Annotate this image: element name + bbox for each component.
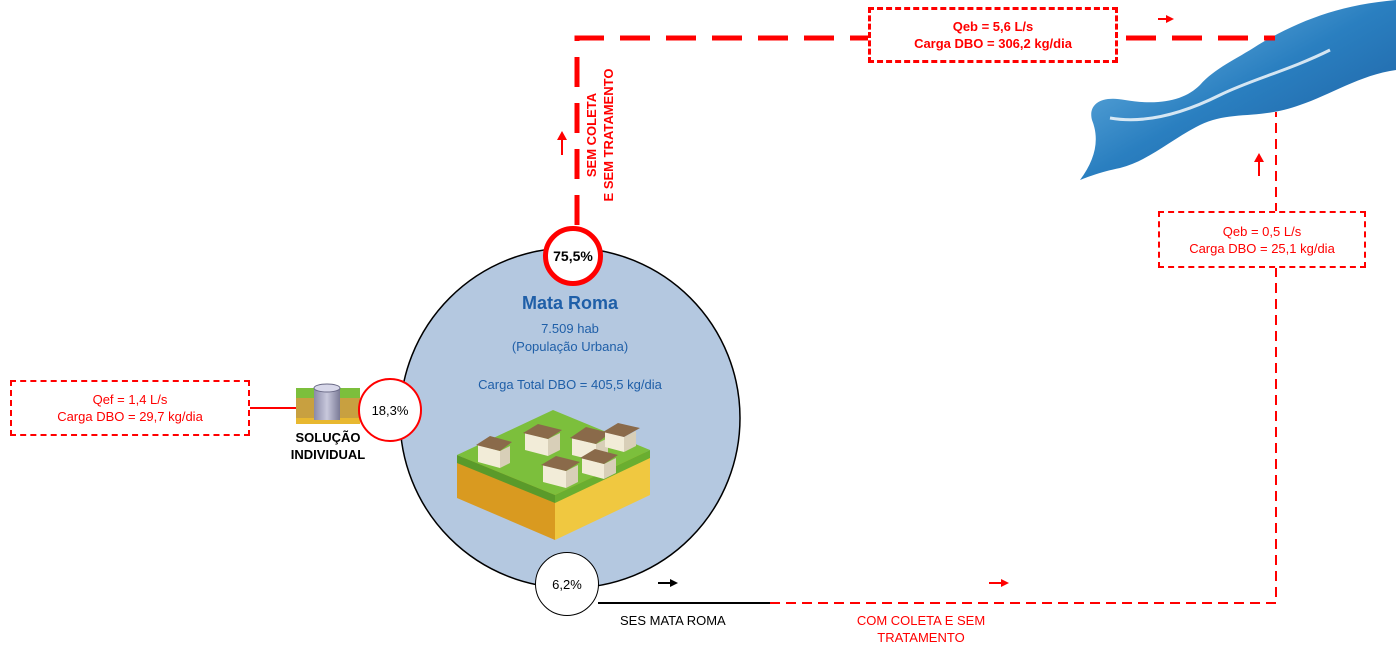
city-population-type: (População Urbana) bbox=[511, 339, 629, 354]
individual-flow: Qef = 1,4 L/s bbox=[92, 392, 168, 407]
no-collection-label-line1: SEM COLETA bbox=[584, 92, 599, 178]
individual-label: SOLUÇÃO INDIVIDUAL bbox=[268, 429, 388, 463]
no-collection-info-box: Qeb = 5,6 L/s Carga DBO = 306,2 kg/dia bbox=[868, 7, 1118, 63]
ses-info-box: Qeb = 0,5 L/s Carga DBO = 25,1 kg/dia bbox=[1158, 211, 1366, 268]
individual-label-line1: SOLUÇÃO bbox=[295, 430, 361, 445]
individual-percent: 18,3% bbox=[358, 378, 422, 442]
river-icon bbox=[1080, 0, 1396, 180]
ses-flow: Qeb = 0,5 L/s bbox=[1222, 223, 1302, 239]
arrow-right-icon bbox=[658, 579, 678, 587]
city-name: Mata Roma bbox=[521, 293, 619, 313]
city-total-load: Carga Total DBO = 405,5 kg/dia bbox=[478, 377, 662, 392]
no-collection-percent: 75,5% bbox=[543, 226, 603, 286]
ses-load: Carga DBO = 25,1 kg/dia bbox=[1189, 240, 1335, 256]
collection-label-line1: COM COLETA E SEM bbox=[856, 613, 986, 628]
river-highlight bbox=[1109, 48, 1331, 122]
septic-tank-icon bbox=[296, 383, 360, 424]
no-collection-load: Carga DBO = 306,2 kg/dia bbox=[914, 36, 1072, 51]
arrow-right-icon bbox=[989, 579, 1009, 587]
arrow-up-icon bbox=[1254, 153, 1264, 176]
arrow-right-icon bbox=[1158, 15, 1174, 23]
no-collection-label: SEM COLETA E SEM TRATAMENTO bbox=[583, 55, 617, 215]
no-collection-flow: Qeb = 5,6 L/s bbox=[952, 19, 1034, 34]
city-population: 7.509 hab bbox=[541, 321, 599, 336]
no-collection-label-line2: E SEM TRATAMENTO bbox=[601, 68, 616, 202]
individual-load: Carga DBO = 29,7 kg/dia bbox=[57, 409, 203, 424]
ses-label: SES MATA ROMA bbox=[620, 613, 726, 628]
arrow-up-icon bbox=[557, 131, 567, 155]
ses-percent: 6,2% bbox=[535, 552, 599, 616]
collection-label-line2: TRATAMENTO bbox=[877, 630, 965, 645]
houses-icon bbox=[457, 410, 650, 540]
individual-label-line2: INDIVIDUAL bbox=[290, 447, 366, 462]
collection-label: COM COLETA E SEM TRATAMENTO bbox=[826, 612, 1016, 646]
individual-info-box: Qef = 1,4 L/s Carga DBO = 29,7 kg/dia bbox=[10, 380, 250, 436]
ses-flow-line bbox=[770, 112, 1277, 604]
